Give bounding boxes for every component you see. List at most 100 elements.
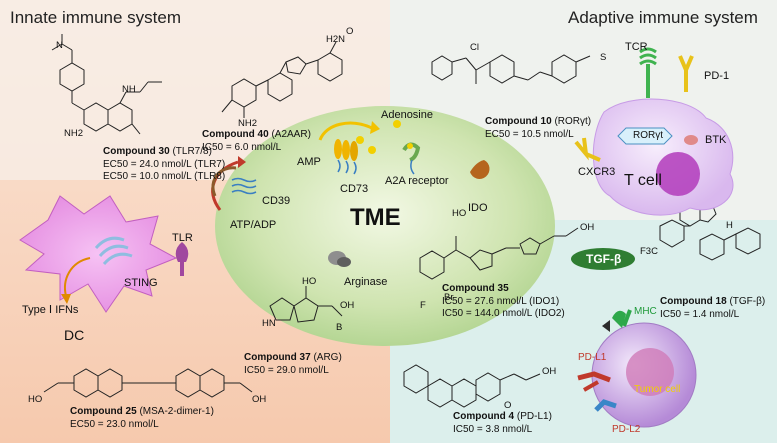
- atom-oh-4: OH: [542, 366, 557, 377]
- tme-label: TME: [350, 204, 401, 231]
- compound-25-structure: [43, 368, 253, 398]
- mhc-label: MHC: [634, 306, 657, 317]
- atom-f: F: [420, 300, 426, 311]
- compound-18-structure: [659, 201, 761, 261]
- atp-adp-label: ATP/ADP: [230, 219, 277, 231]
- compound-10-caption: Compound 10 (RORγt) EC50 = 10.5 nmol/L: [485, 116, 591, 141]
- tgf-label: TGF-β: [586, 252, 622, 266]
- atom-oh-25: OH: [252, 394, 267, 405]
- atom-ho-25: HO: [28, 394, 43, 405]
- compound-30-line2: EC50 = 10.0 nmol/L (TLR8): [103, 171, 226, 182]
- atom-b: B: [336, 322, 343, 333]
- type-ifns-arrowhead: [61, 294, 71, 304]
- adaptive-header: Adaptive immune system: [568, 8, 758, 27]
- innate-header: Innate immune system: [10, 8, 182, 27]
- atom-ho-37: HO: [302, 276, 317, 287]
- pd-l2-protein: [594, 399, 617, 412]
- compound-4-line1: IC50 = 3.8 nmol/L: [453, 423, 533, 435]
- compound-35-structure: [419, 227, 579, 280]
- ror-label: RORγt: [633, 130, 663, 141]
- atom-h2n: H2N: [326, 34, 346, 45]
- t-cell-label: T cell: [624, 172, 662, 189]
- compound-10-target: (RORγt): [554, 116, 592, 127]
- compound-37-target: (ARG): [313, 352, 342, 363]
- atom-oh-35: OH: [580, 222, 595, 233]
- tumor-nucleus: [626, 348, 674, 396]
- t-cell-nucleus: [656, 152, 700, 196]
- atom-ho: HO: [452, 208, 467, 219]
- compound-10-name: Compound 10: [485, 116, 552, 127]
- tumor-label: Tumor cell: [634, 384, 681, 395]
- atom-nh2: NH2: [64, 128, 84, 139]
- amp-to-adenosine-arrow: [318, 121, 373, 141]
- compound-40-structure: [221, 41, 343, 118]
- ido-label: IDO: [468, 202, 488, 214]
- compound-37-structure: [269, 286, 343, 323]
- btk-shape: [684, 135, 698, 145]
- compound-4-name: Compound 4: [453, 411, 515, 422]
- atp-to-amp-arrowhead: [238, 156, 246, 168]
- atom-h: H: [726, 220, 733, 231]
- sting-protein: [94, 236, 133, 266]
- atom-nh2-40: NH2: [238, 118, 258, 129]
- pd-l2-label: PD-L2: [612, 424, 641, 435]
- compound-35-line2: IC50 = 144.0 nmol/L (IDO2): [442, 308, 565, 319]
- pd-l1-label: PD-L1: [578, 352, 607, 363]
- tlr-label: TLR: [172, 232, 193, 244]
- tcr-label: TCR: [625, 41, 648, 53]
- mhc-protein: [602, 309, 632, 332]
- atom-hn: HN: [262, 318, 276, 329]
- compound-4-caption: Compound 4 (PD-L1) IC50 = 3.8 nmol/L: [453, 411, 552, 436]
- atom-o: O: [346, 26, 354, 37]
- compound-35-name: Compound 35: [442, 283, 509, 294]
- cxcr3-label: CXCR3: [578, 166, 616, 178]
- compound-18-target: (TGF-β): [729, 296, 766, 307]
- type-ifns-label: Type Ⅰ IFNs: [22, 304, 79, 316]
- arginase-label: Arginase: [344, 276, 388, 288]
- cd73-protein: [334, 139, 358, 175]
- compound-10-structure: [431, 54, 591, 84]
- atom-n: N: [56, 40, 63, 51]
- cxcr3-receptor: [574, 137, 601, 162]
- pd1-receptor: [678, 55, 694, 92]
- compound-4-target: (PD-L1): [516, 411, 552, 422]
- cd73-label: CD73: [340, 183, 369, 195]
- atom-nh: NH: [122, 84, 136, 95]
- dc-label: DC: [64, 327, 85, 343]
- compound-40-line1: IC50 = 6.0 nmol/L: [202, 141, 282, 153]
- adenosine-dot: [368, 146, 376, 154]
- compound-25-caption: Compound 25 (MSA-2-dimer-1) EC50 = 23.0 …: [70, 406, 214, 431]
- atom-br: Br: [444, 292, 454, 303]
- compound-10-line1: EC50 = 10.5 nmol/L: [485, 128, 574, 140]
- compound-25-name: Compound 25: [70, 406, 137, 417]
- compound-18-line1: IC50 = 1.4 nmol/L: [660, 308, 740, 320]
- adenosine-label: Adenosine: [381, 109, 433, 121]
- tgf-pill: [571, 248, 635, 270]
- adenosine-dot: [356, 136, 364, 144]
- atom-oh-37: OH: [340, 300, 355, 311]
- cd39-protein: [231, 177, 257, 195]
- compound-30-target: (TLR7/8): [172, 146, 212, 157]
- cd39-label: CD39: [262, 195, 291, 207]
- compound-30-caption: Compound 30 (TLR7/8) EC50 = 24.0 nmol/L …: [103, 146, 225, 184]
- ido-icon: [470, 160, 490, 179]
- ror-shape: [617, 127, 673, 145]
- compound-35-caption: Compound 35 IC50 = 27.6 nmol/L (IDO1) IC…: [442, 283, 565, 321]
- atom-cl: Cl: [470, 42, 479, 53]
- amp-to-adenosine-arrowhead: [370, 121, 380, 134]
- compound-30-name: Compound 30: [103, 146, 170, 157]
- tcr-receptor: [639, 47, 657, 98]
- compound-37-caption: Compound 37 (ARG) IC50 = 29.0 nmol/L: [244, 352, 342, 377]
- a2a-receptor: [402, 142, 421, 175]
- atom-f3c: F3C: [640, 246, 658, 257]
- compound-40-target: (A2AAR): [271, 129, 311, 140]
- tlr-receptor: [175, 242, 189, 276]
- cd39-curve-arrow: [211, 166, 237, 197]
- dc-cell: [19, 195, 178, 313]
- compound-18-name: Compound 18: [660, 296, 727, 307]
- compound-37-line1: IC50 = 29.0 nmol/L: [244, 364, 329, 376]
- compound-18-caption: Compound 18 (TGF-β) IC50 = 1.4 nmol/L: [660, 296, 765, 321]
- compound-25-line1: EC50 = 23.0 nmol/L: [70, 418, 159, 430]
- sting-label: STING: [124, 277, 158, 289]
